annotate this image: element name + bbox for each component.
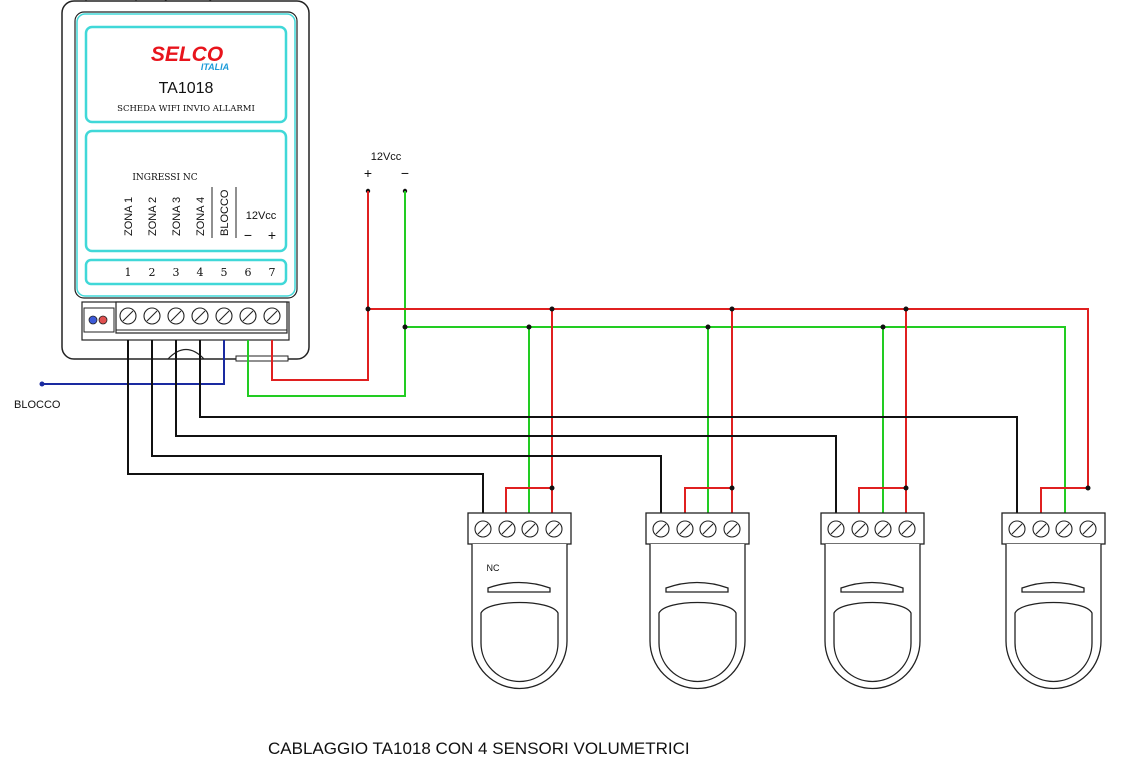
zone4-wire xyxy=(199,340,1018,516)
device-model: TA1018 xyxy=(159,80,214,97)
pir-sensor-icon xyxy=(467,512,572,690)
sensor-2 xyxy=(645,512,750,690)
pir-sensor-icon xyxy=(645,512,750,690)
zone3-wire xyxy=(175,340,837,516)
terminal-number-1: 1 xyxy=(125,266,132,279)
blocco-wire xyxy=(42,340,225,385)
supply-plus: + xyxy=(364,165,372,181)
power-wiring xyxy=(247,191,1089,516)
zone2-wire xyxy=(151,340,662,516)
device-power-label: 12Vcc xyxy=(246,210,277,222)
terminal-number-2: 2 xyxy=(149,266,156,279)
input-label-zona1: ZONA 1 xyxy=(123,197,135,236)
device-screws xyxy=(119,307,281,325)
terminal-number-3: 3 xyxy=(173,266,180,279)
input-label-blocco: BLOCCO xyxy=(219,189,231,236)
led-red-icon xyxy=(98,315,108,325)
terminal-numbers-panel xyxy=(84,258,288,286)
brand-logo-sub: ITALIA xyxy=(201,62,229,72)
diagram-caption: CABLAGGIO TA1018 CON 4 SENSORI VOLUMETRI… xyxy=(268,739,690,758)
device-power-minus: − xyxy=(244,227,252,243)
input-label-zona2: ZONA 2 xyxy=(147,197,159,236)
inputs-label: INGRESSI NC xyxy=(132,173,197,183)
blocco-label: BLOCCO xyxy=(14,399,61,411)
blocco-input: BLOCCO xyxy=(14,340,225,411)
sensor-3 xyxy=(820,512,925,690)
terminal-number-4: 4 xyxy=(197,266,204,279)
terminal-number-5: 5 xyxy=(221,266,228,279)
sensor-4 xyxy=(1001,512,1106,690)
label-panel xyxy=(84,25,288,124)
pir-sensor-icon xyxy=(1001,512,1106,690)
brand-logo: SELCO xyxy=(151,43,223,66)
zone-wiring xyxy=(127,340,1018,516)
supply-label: 12Vcc xyxy=(371,151,402,163)
device-description: SCHEDA WIFI INVIO ALLARMI xyxy=(117,104,255,114)
input-label-zona3: ZONA 3 xyxy=(171,197,183,236)
pir-sensor-icon xyxy=(820,512,925,690)
supply-minus: − xyxy=(401,165,409,181)
zone1-wire xyxy=(127,340,484,516)
inputs-panel xyxy=(84,129,288,253)
sensor-1: NC xyxy=(467,512,572,690)
input-label-zona4: ZONA 4 xyxy=(195,197,207,236)
led-blue-icon xyxy=(88,315,98,325)
sensor-contact-label: NC xyxy=(487,563,500,573)
wire-junctions xyxy=(365,306,1091,491)
terminal-number-6: 6 xyxy=(245,266,252,279)
ta1018-device: SELCO ITALIA TA1018 SCHEDA WIFI INVIO AL… xyxy=(61,0,310,362)
power-supply: 12Vcc + − xyxy=(364,151,409,194)
terminal-number-7: 7 xyxy=(269,266,276,279)
device-power-plus: + xyxy=(268,227,276,243)
